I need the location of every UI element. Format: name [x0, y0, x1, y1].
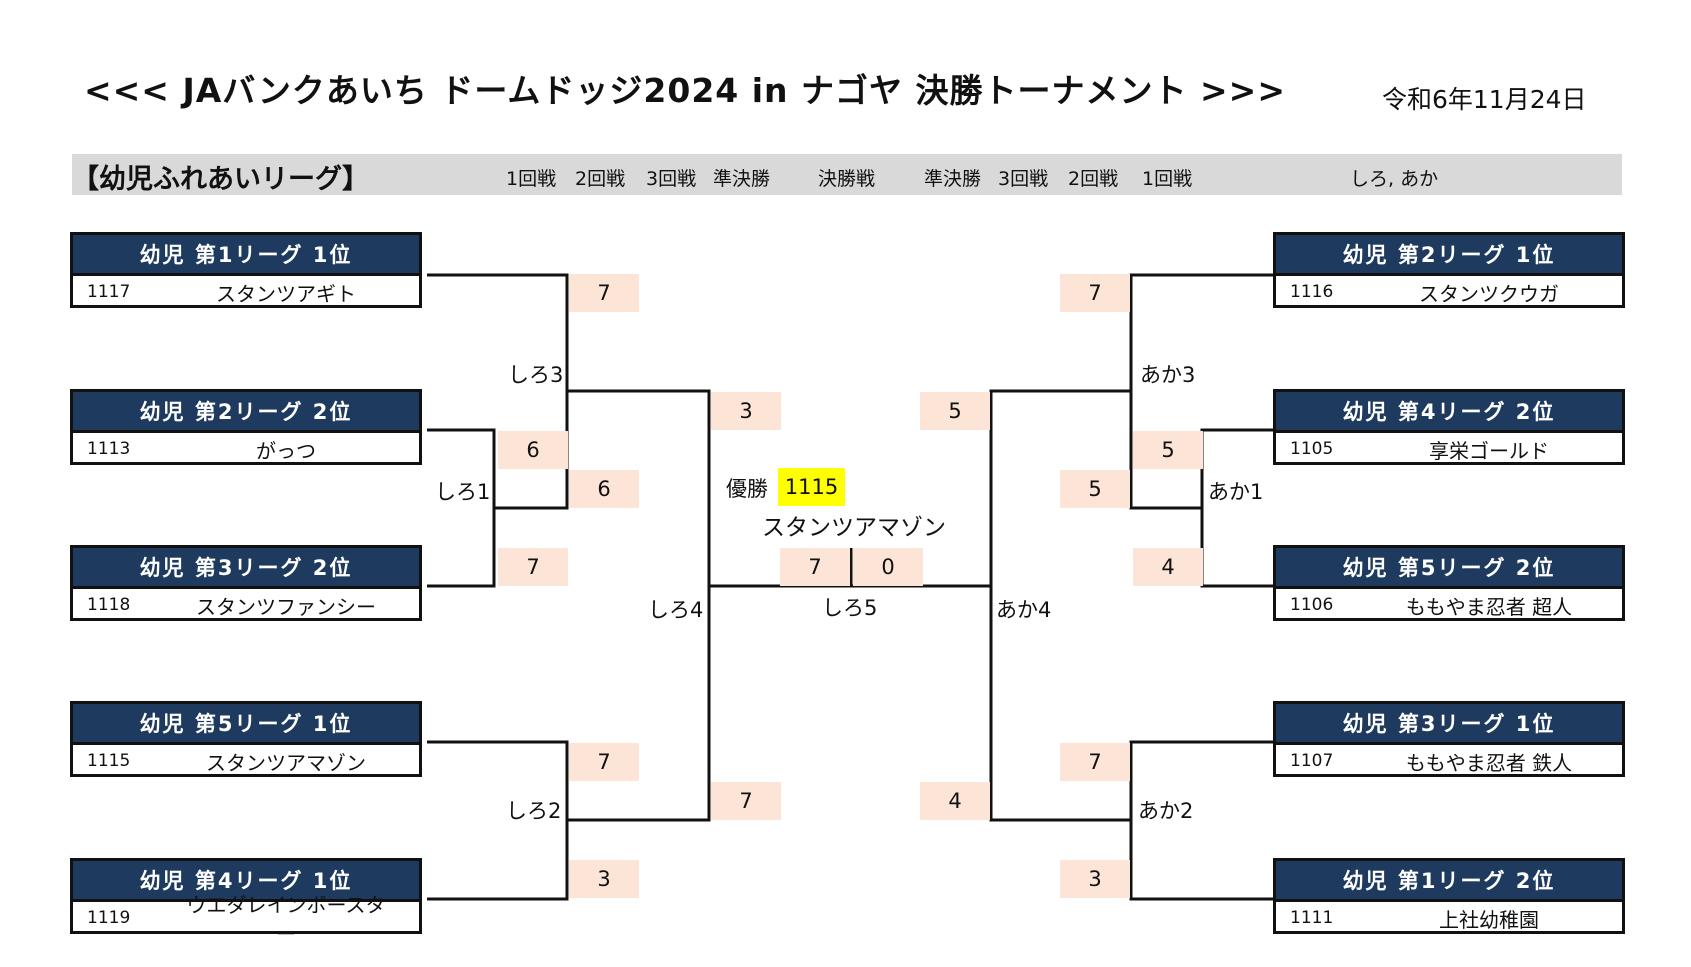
- score-cell: 5: [1133, 431, 1203, 469]
- round-header: 2回戦: [1068, 168, 1119, 190]
- team-seed: 幼児 第5リーグ 2位: [1276, 548, 1622, 589]
- champion-label: 優勝: [726, 477, 768, 501]
- score-cell: 6: [498, 431, 568, 469]
- bracket-line: [427, 428, 496, 588]
- team-name: スタンツクウガ: [1419, 281, 1559, 306]
- score-cell: 7: [1060, 743, 1130, 781]
- team-name: ももやま忍者 超人: [1405, 594, 1573, 619]
- score-cell: 4: [1133, 548, 1203, 586]
- team-id: 1116: [1290, 282, 1334, 302]
- bracket-line: [427, 740, 569, 901]
- score-cell: 3: [569, 860, 639, 898]
- score-cell: 3: [1060, 860, 1130, 898]
- score-cell: 4: [920, 782, 990, 820]
- round-header: 決勝戦: [818, 168, 876, 190]
- side-note: しろ, あか: [1350, 168, 1439, 190]
- team-box: 幼児 第4リーグ 1位 1119 ウエダレインボースター: [70, 858, 422, 946]
- team-name: 上社幼稚園: [1439, 907, 1539, 932]
- match-label: あか4: [996, 598, 1052, 622]
- team-id: 1117: [87, 282, 131, 302]
- team-seed: 幼児 第2リーグ 1位: [1276, 235, 1622, 276]
- score-cell: 5: [1060, 470, 1130, 508]
- round-header: 3回戦: [646, 168, 697, 190]
- round-header: 1回戦: [1142, 168, 1193, 190]
- score-cell: 5: [920, 392, 990, 430]
- match-label: しろ3: [508, 363, 564, 387]
- team-id: 1118: [87, 595, 131, 615]
- match-label: しろ1: [435, 480, 491, 504]
- team-box: 幼児 第3リーグ 1位 1107 ももやま忍者 鉄人: [1273, 701, 1625, 777]
- bracket-line: [1129, 740, 1273, 901]
- score-cell: 7: [1060, 274, 1130, 312]
- bracket-line: [567, 389, 711, 822]
- team-id: 1115: [87, 751, 131, 771]
- team-box: 幼児 第1リーグ 1位 1117 スタンツアギト: [70, 232, 422, 308]
- round-header: 準決勝: [924, 168, 982, 190]
- match-label: しろ2: [506, 799, 562, 823]
- match-label: あか3: [1140, 363, 1196, 387]
- team-name: スタンツファンシー: [196, 594, 376, 619]
- round-header: 1回戦: [506, 168, 557, 190]
- score-cell: 7: [569, 274, 639, 312]
- score-cell: 0: [853, 548, 923, 586]
- bracket-line: [989, 389, 1131, 822]
- match-label: しろ5: [822, 596, 878, 620]
- team-seed: 幼児 第2リーグ 2位: [73, 392, 419, 433]
- champion-id: 1115: [778, 468, 845, 506]
- match-label: あか1: [1208, 480, 1264, 504]
- page-title: <<< JAバンクあいち ドームドッジ2024 in ナゴヤ 決勝トーナメント …: [84, 71, 1286, 110]
- champion-team: スタンツアマゾン: [762, 515, 946, 541]
- team-seed: 幼児 第4リーグ 1位: [73, 861, 419, 902]
- event-date: 令和6年11月24日: [1382, 85, 1587, 114]
- team-seed: 幼児 第1リーグ 1位: [73, 235, 419, 276]
- round-header: 2回戦: [575, 168, 626, 190]
- team-id: 1119: [87, 908, 131, 928]
- team-id: 1113: [87, 439, 131, 459]
- score-cell: 3: [711, 392, 781, 430]
- team-box: 幼児 第4リーグ 2位 1105 享栄ゴールド: [1273, 389, 1625, 465]
- round-header: 3回戦: [998, 168, 1049, 190]
- team-seed: 幼児 第3リーグ 2位: [73, 548, 419, 589]
- team-id: 1105: [1290, 439, 1334, 459]
- team-name: ももやま忍者 鉄人: [1405, 750, 1573, 775]
- score-cell: 7: [711, 782, 781, 820]
- team-seed: 幼児 第1リーグ 2位: [1276, 861, 1622, 902]
- team-name: スタンツアマゾン: [206, 750, 366, 775]
- team-name: スタンツアギト: [216, 281, 356, 306]
- team-id: 1111: [1290, 908, 1334, 928]
- match-label: あか2: [1138, 799, 1194, 823]
- score-cell: 6: [569, 470, 639, 508]
- team-box: 幼児 第1リーグ 2位 1111 上社幼稚園: [1273, 858, 1625, 934]
- bracket-line: [427, 273, 569, 510]
- score-cell: 7: [780, 548, 850, 586]
- team-box: 幼児 第5リーグ 1位 1115 スタンツアマゾン: [70, 701, 422, 777]
- team-name: 享栄ゴールド: [1429, 438, 1549, 463]
- team-box: 幼児 第5リーグ 2位 1106 ももやま忍者 超人: [1273, 545, 1625, 621]
- team-id: 1106: [1290, 595, 1334, 615]
- team-seed: 幼児 第3リーグ 1位: [1276, 704, 1622, 745]
- score-cell: 7: [498, 548, 568, 586]
- round-header-band: [72, 154, 1622, 195]
- round-header: 準決勝: [713, 168, 771, 190]
- bracket-line: [1200, 428, 1273, 588]
- team-seed: 幼児 第4リーグ 2位: [1276, 392, 1622, 433]
- league-title: 【幼児ふれあいリーグ】: [72, 164, 369, 195]
- team-name: ウエダレインボースター: [186, 893, 386, 946]
- team-name: がっつ: [256, 438, 316, 463]
- team-box: 幼児 第2リーグ 2位 1113 がっつ: [70, 389, 422, 465]
- team-seed: 幼児 第5リーグ 1位: [73, 704, 419, 745]
- team-box: 幼児 第2リーグ 1位 1116 スタンツクウガ: [1273, 232, 1625, 308]
- team-box: 幼児 第3リーグ 2位 1118 スタンツファンシー: [70, 545, 422, 621]
- match-label: しろ4: [648, 598, 704, 622]
- score-cell: 7: [569, 743, 639, 781]
- team-id: 1107: [1290, 751, 1334, 771]
